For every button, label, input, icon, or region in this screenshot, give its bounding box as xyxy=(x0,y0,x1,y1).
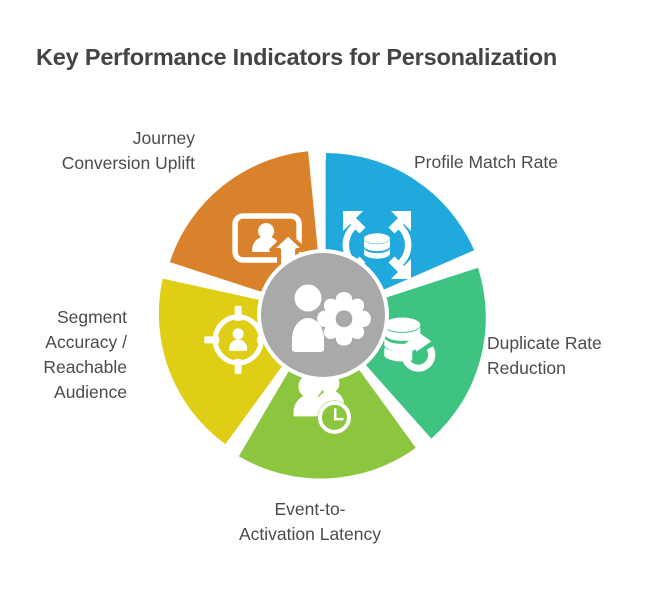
target-user-icon xyxy=(204,305,273,374)
kpi-label-event-to-activation-latency: Event-to- Activation Latency xyxy=(238,499,382,544)
database-refresh-icon xyxy=(384,317,436,372)
kpi-label-journey-conversion-uplift: Journey Conversion Uplift xyxy=(61,128,195,173)
wheel-center-hub[interactable] xyxy=(257,249,389,381)
page-title: Key Performance Indicators for Personali… xyxy=(36,44,558,70)
kpi-label-segment-accuracy: Segment Accuracy / Reachable Audience xyxy=(43,307,127,402)
kpi-wheel-svg xyxy=(158,151,486,479)
kpi-label-profile-match-rate: Profile Match Rate xyxy=(414,152,558,172)
kpi-label-duplicate-rate-reduction: Duplicate Rate Reduction xyxy=(487,333,602,378)
